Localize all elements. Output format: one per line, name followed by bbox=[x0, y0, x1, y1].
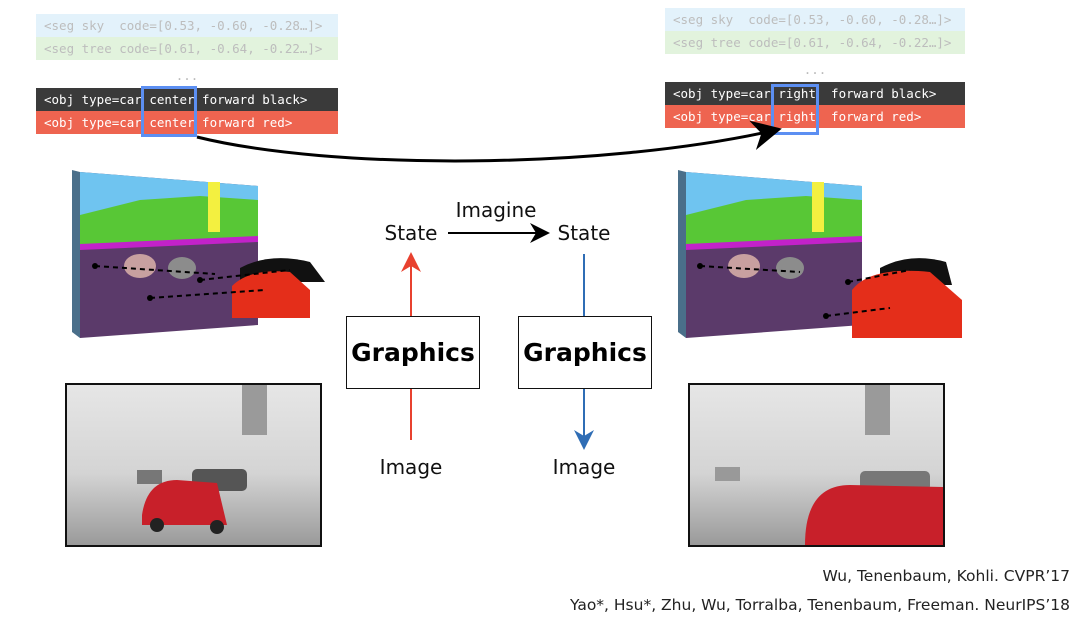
right-highlight-box bbox=[771, 84, 819, 135]
right-output-photo bbox=[688, 383, 945, 547]
state-right-label: State bbox=[557, 221, 611, 245]
image-left-label: Image bbox=[379, 455, 443, 479]
obj-red-car-line: <obj type=car center forward red> bbox=[36, 111, 338, 134]
obj-black-car-line: <obj type=car center forward black> bbox=[36, 88, 338, 111]
ellipsis: ... bbox=[175, 68, 199, 83]
seg-tree-line: <seg tree code=[0.61, -0.64, -0.22…]> bbox=[665, 31, 965, 54]
left-input-photo bbox=[65, 383, 322, 547]
graphics-box-left: Graphics bbox=[346, 316, 480, 389]
obj-black-car-line: <obj type=car right forward black> bbox=[665, 82, 965, 105]
left-segmentation-map bbox=[72, 170, 325, 338]
right-segmentation-map bbox=[678, 170, 962, 338]
edit-arrow bbox=[196, 120, 782, 163]
obj-red-car-line: <obj type=car right forward red> bbox=[665, 105, 965, 128]
image-right-label: Image bbox=[552, 455, 616, 479]
seg-sky-line: <seg sky code=[0.53, -0.60, -0.28…]> bbox=[665, 8, 965, 31]
graphics-box-right: Graphics bbox=[518, 316, 652, 389]
center-highlight-box bbox=[141, 86, 197, 137]
ellipsis: ... bbox=[803, 62, 827, 77]
seg-sky-line: <seg sky code=[0.53, -0.60, -0.28…]> bbox=[36, 14, 338, 37]
seg-tree-line: <seg tree code=[0.61, -0.64, -0.22…]> bbox=[36, 37, 338, 60]
citation: Wu, Tenenbaum, Kohli. CVPR’17 bbox=[822, 567, 1070, 585]
right-scene-code: <seg sky code=[0.53, -0.60, -0.28…]> <se… bbox=[665, 8, 965, 128]
left-scene-code: <seg sky code=[0.53, -0.60, -0.28…]> <se… bbox=[36, 14, 338, 134]
imagine-label: Imagine bbox=[455, 198, 537, 222]
state-left-label: State bbox=[384, 221, 438, 245]
citation: Yao*, Hsu*, Zhu, Wu, Torralba, Tenenbaum… bbox=[569, 596, 1070, 614]
